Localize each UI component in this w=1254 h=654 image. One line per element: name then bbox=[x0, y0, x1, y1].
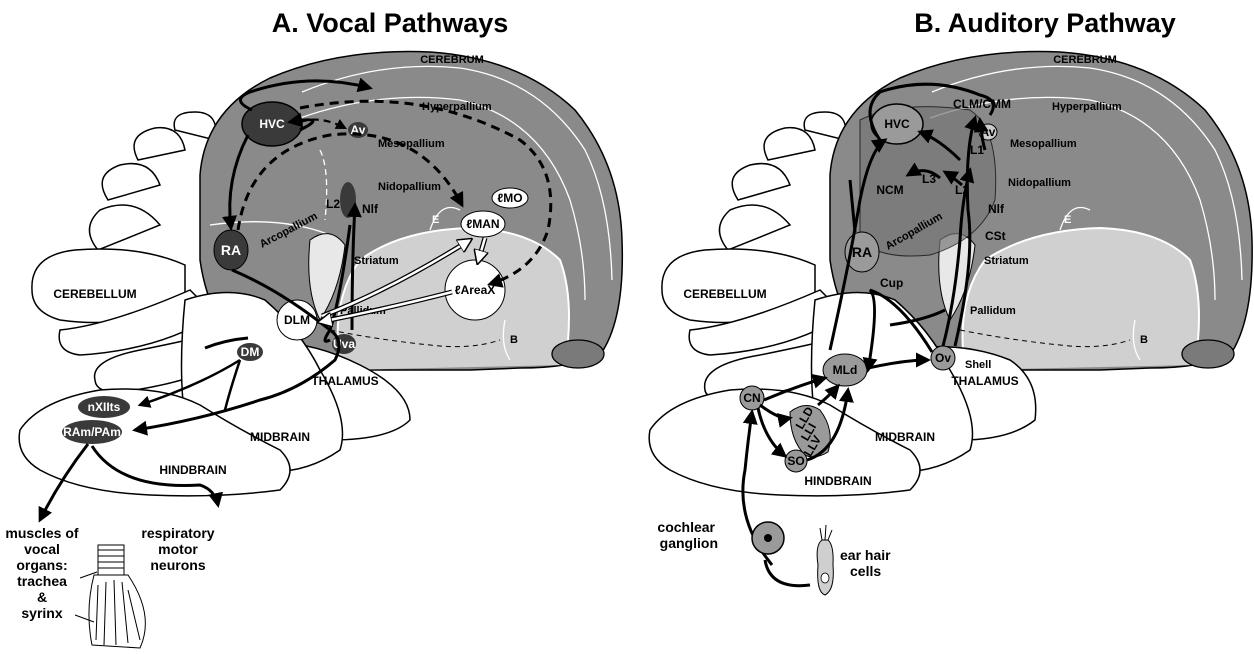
pallidum-label-b: Pallidum bbox=[970, 305, 1016, 317]
ncm-label-b: NCM bbox=[876, 183, 903, 197]
shell-label-b: Shell bbox=[965, 359, 991, 371]
svg-text:motor: motor bbox=[158, 541, 198, 557]
cochlear-ganglion bbox=[752, 522, 784, 554]
cochlear-label-0: cochlear bbox=[657, 519, 715, 535]
muscles-label-a: muscles of vocal organs: trachea & syrin… bbox=[5, 525, 78, 621]
svg-text:L2: L2 bbox=[326, 197, 340, 211]
ear-label-0: ear hair bbox=[840, 547, 891, 563]
svg-text:DM: DM bbox=[241, 345, 260, 359]
nidopallium-label-b: Nidopallium bbox=[1008, 177, 1071, 189]
l1-label-b: L1 bbox=[970, 143, 984, 157]
areax-nucleus-a: ℓAreaX bbox=[445, 260, 505, 320]
svg-text:MLd: MLd bbox=[833, 363, 858, 377]
svg-text:respiratory: respiratory bbox=[141, 525, 214, 541]
svg-text:Ov: Ov bbox=[935, 351, 951, 365]
respiratory-label-a: respiratory motor neurons bbox=[141, 525, 214, 573]
syrinx-illustration bbox=[75, 545, 145, 648]
thalamus-label-a: THALAMUS bbox=[311, 374, 378, 388]
striatum-label-b: Striatum bbox=[984, 255, 1029, 267]
thalamus-label-b: THALAMUS bbox=[951, 374, 1018, 388]
b-label-b: B bbox=[1140, 334, 1148, 346]
svg-text:ℓMAN: ℓMAN bbox=[466, 217, 499, 231]
svg-text:DLM: DLM bbox=[284, 313, 310, 327]
svg-text:HVC: HVC bbox=[884, 117, 910, 131]
cochlear-label-1: ganglion bbox=[660, 535, 718, 551]
cerebellum-label-a: CEREBELLUM bbox=[53, 287, 136, 301]
b-label-a: B bbox=[510, 334, 518, 346]
cup-label-b: Cup bbox=[880, 276, 903, 290]
e-label-b: E bbox=[1064, 214, 1071, 226]
mesopallium-label-b: Mesopallium bbox=[1010, 138, 1077, 150]
panel-a-title: A. Vocal Pathways bbox=[272, 8, 509, 38]
svg-text:RA: RA bbox=[221, 242, 241, 258]
clm-label-b: CLM/CMM bbox=[953, 97, 1011, 111]
cerebellum-label-b: CEREBELLUM bbox=[683, 287, 766, 301]
panel-b-title: B. Auditory Pathway bbox=[914, 8, 1176, 38]
nidopallium-label-a: Nidopallium bbox=[378, 181, 441, 193]
ov-nucleus-b: Ov bbox=[931, 346, 955, 370]
svg-text:Nlf: Nlf bbox=[362, 202, 379, 216]
man-nucleus-a: ℓMAN bbox=[461, 211, 505, 237]
hyperpallium-label-b: Hyperpallium bbox=[1052, 101, 1122, 113]
svg-text:RAm/PAm: RAm/PAm bbox=[63, 425, 121, 439]
svg-text:SO: SO bbox=[787, 454, 804, 468]
mld-nucleus-b: MLd bbox=[823, 354, 867, 386]
hyperpallium-label-a: Hyperpallium bbox=[422, 101, 492, 113]
panel-a: A. Vocal Pathways HVC bbox=[5, 8, 622, 648]
nxiits-nucleus-a: nXIIts bbox=[78, 396, 130, 418]
svg-text:ℓAreaX: ℓAreaX bbox=[455, 283, 496, 297]
cst-label-b: CSt bbox=[985, 229, 1006, 243]
svg-text:organs:: organs: bbox=[16, 557, 67, 573]
svg-text:muscles of: muscles of bbox=[5, 525, 78, 541]
svg-text:&: & bbox=[37, 589, 47, 605]
cerebrum-label-b: CEREBRUM bbox=[1053, 54, 1117, 66]
midbrain-label-b: MIDBRAIN bbox=[875, 430, 935, 444]
svg-text:CN: CN bbox=[743, 391, 760, 405]
cerebrum-label-a: CEREBRUM bbox=[420, 54, 484, 66]
svg-text:neurons: neurons bbox=[150, 557, 205, 573]
e-label-a: E bbox=[432, 214, 439, 226]
ram-nucleus-a: RAm/PAm bbox=[62, 420, 122, 444]
svg-text:trachea: trachea bbox=[17, 573, 67, 589]
svg-text:HVC: HVC bbox=[259, 117, 285, 131]
midbrain-label-a: MIDBRAIN bbox=[250, 430, 310, 444]
svg-text:syrinx: syrinx bbox=[21, 605, 62, 621]
olfactory-bulb-a bbox=[552, 340, 604, 368]
svg-text:nXIIts: nXIIts bbox=[88, 400, 121, 414]
ear-hair-cell bbox=[817, 525, 833, 595]
panel-b: B. Auditory Pathway HVC C bbox=[649, 8, 1252, 595]
hindbrain-label-b: HINDBRAIN bbox=[804, 474, 871, 488]
dm-nucleus-a: DM bbox=[237, 343, 263, 361]
ra-nucleus-a: RA bbox=[214, 230, 248, 270]
olfactory-bulb-b bbox=[1182, 340, 1234, 368]
svg-text:ℓMO: ℓMO bbox=[497, 191, 522, 205]
mo-nucleus-a: ℓMO bbox=[492, 188, 528, 208]
hindbrain-label-a: HINDBRAIN bbox=[159, 463, 226, 477]
nif-label-b: Nlf bbox=[988, 202, 1005, 216]
so-nucleus-b: SO bbox=[785, 450, 807, 472]
svg-text:vocal: vocal bbox=[24, 541, 60, 557]
svg-text:RA: RA bbox=[852, 244, 872, 260]
striatum-label-a: Striatum bbox=[354, 255, 399, 267]
ear-label-1: cells bbox=[850, 563, 881, 579]
